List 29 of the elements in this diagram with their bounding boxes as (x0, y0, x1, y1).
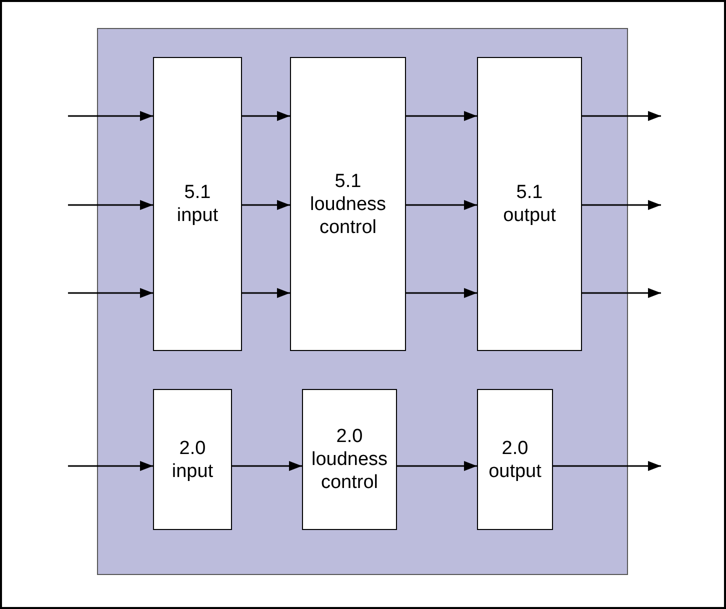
process-box (153, 57, 242, 351)
box-label: 2.0 loudness control (310, 425, 389, 494)
arrow (406, 288, 477, 298)
process-box (477, 389, 553, 530)
box-label: 5.1 input (176, 181, 220, 227)
arrow (242, 288, 290, 298)
arrow (68, 111, 153, 121)
arrow (406, 111, 477, 121)
arrow (582, 288, 661, 298)
process-box (290, 57, 406, 351)
box-label: 5.1 output (502, 181, 557, 227)
process-box (302, 389, 397, 530)
arrow (68, 200, 153, 210)
arrow (68, 288, 153, 298)
process-box (153, 389, 232, 530)
arrow (406, 200, 477, 210)
arrow (68, 461, 153, 471)
box-label: 2.0 output (488, 436, 542, 482)
box-label: 2.0 input (170, 436, 214, 482)
background-panel (97, 28, 628, 575)
arrow (582, 111, 661, 121)
arrow (232, 461, 302, 471)
arrow (242, 111, 290, 121)
process-box (477, 57, 582, 351)
arrow (553, 461, 661, 471)
arrow (242, 200, 290, 210)
arrow (582, 200, 661, 210)
arrow (397, 461, 477, 471)
box-label: 5.1 loudness control (308, 170, 388, 238)
